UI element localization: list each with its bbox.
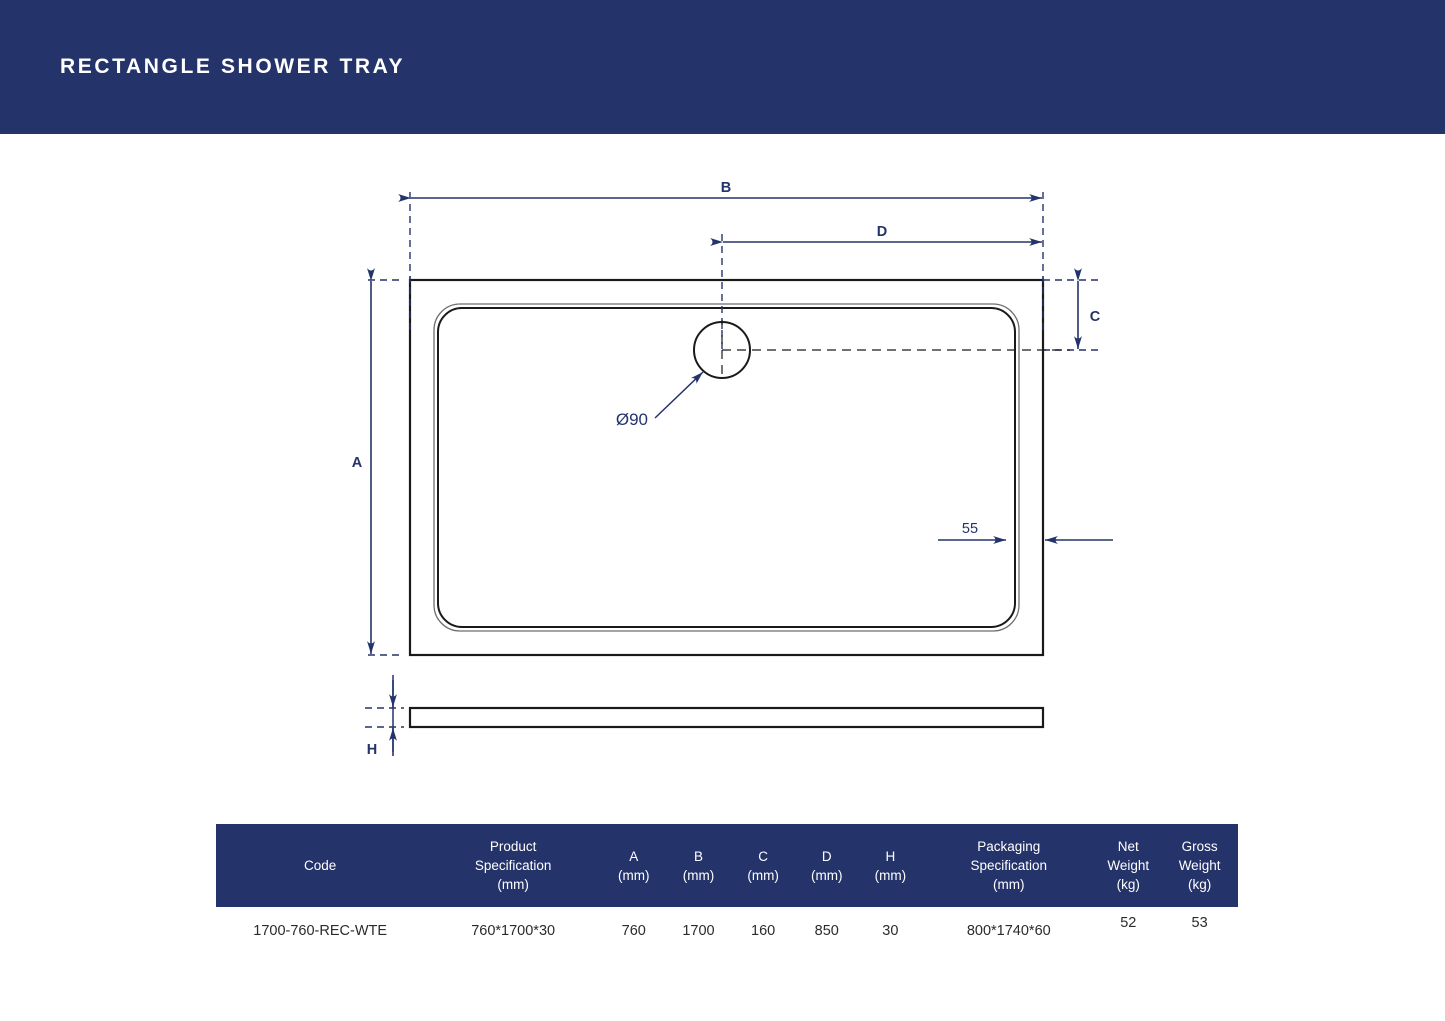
drain-hole-circle: [693, 321, 751, 379]
table-row: 1700-760-REC-WTE 760*1700*30 760 1700 16…: [216, 907, 1238, 950]
cell-h: 30: [858, 907, 923, 950]
cell-b: 1700: [665, 907, 732, 950]
column-header-product-specification: Product Specification (mm): [424, 824, 602, 908]
cell-product-specification: 760*1700*30: [424, 907, 602, 950]
drain-leader-line: [654, 371, 704, 419]
page-title: RECTANGLE SHOWER TRAY: [60, 55, 406, 78]
dim-d-label: D: [877, 224, 887, 240]
cell-code: 1700-760-REC-WTE: [216, 907, 425, 950]
dim-b-label: B: [721, 180, 731, 196]
tray-basin-inner-edge: [437, 307, 1016, 628]
technical-drawing: B D A C Ø90 55 H: [0, 134, 1445, 814]
column-header-a: A (mm): [601, 824, 666, 908]
tray-outline-section: [408, 706, 1045, 729]
table-header-row: Code Product Specification (mm) A (mm) B…: [216, 824, 1238, 908]
dim-h-label: H: [367, 742, 377, 758]
cell-net-weight: 52: [1095, 907, 1162, 950]
cell-c: 160: [731, 907, 795, 950]
page-header-bar: RECTANGLE SHOWER TRAY: [0, 0, 1445, 134]
tray-outline-plan: [408, 278, 1045, 657]
column-header-packaging-specification: Packaging Specification (mm): [922, 824, 1096, 908]
cell-a: 760: [601, 907, 666, 950]
column-header-b: B (mm): [665, 824, 732, 908]
tray-basin-outer-edge: [433, 303, 1020, 632]
specification-table-wrapper: Code Product Specification (mm) A (mm) B…: [216, 824, 1238, 950]
column-header-h: H (mm): [858, 824, 923, 908]
cell-d: 850: [794, 907, 859, 950]
cell-packaging-specification: 800*1740*60: [922, 907, 1096, 950]
dim-a-label: A: [352, 455, 363, 471]
specification-table: Code Product Specification (mm) A (mm) B…: [216, 824, 1238, 950]
column-header-gross-weight: Gross Weight (kg): [1161, 824, 1238, 908]
column-header-net-weight: Net Weight (kg): [1095, 824, 1162, 908]
drain-diameter-label: Ø90: [616, 410, 648, 429]
column-header-c: C (mm): [731, 824, 795, 908]
column-header-code: Code: [216, 824, 425, 908]
cell-gross-weight: 53: [1161, 907, 1238, 950]
dim-55-label: 55: [962, 521, 978, 537]
dim-c-label: C: [1090, 309, 1101, 325]
column-header-d: D (mm): [794, 824, 859, 908]
